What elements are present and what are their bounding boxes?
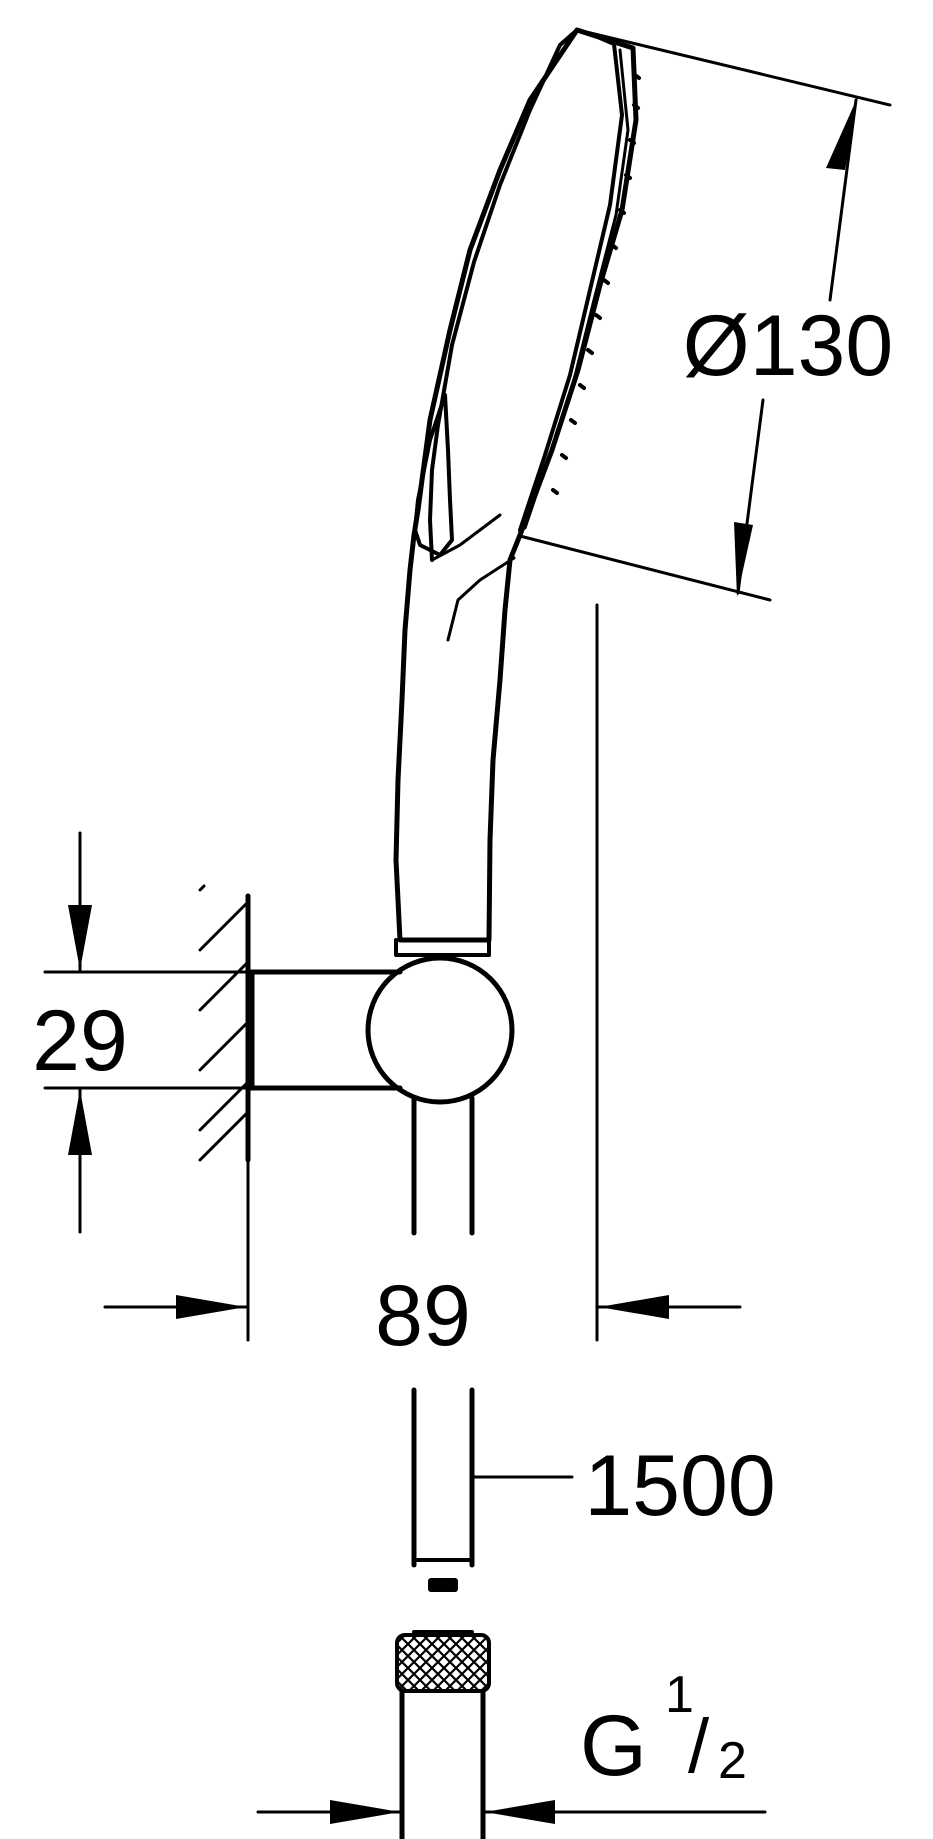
dim-label-hose-length: 1500 (584, 1438, 775, 1534)
arrow-offset-right (599, 1295, 669, 1319)
dim-hose-length: 1500 (472, 1438, 776, 1534)
dim-head-diameter: Ø130 (518, 28, 893, 602)
shower-back-line (428, 28, 579, 562)
arrow-head-diameter-bottom (734, 522, 753, 597)
handle-collar (394, 938, 491, 957)
dim-label-thread-g: G (580, 1698, 647, 1794)
hose-lower (395, 1387, 491, 1839)
dim-wall-offset: 89 (103, 603, 742, 1364)
spray-nozzles (551, 73, 641, 495)
dim-label-thread-den: 2 (718, 1732, 747, 1790)
arrow-thread-left (330, 1800, 400, 1824)
knurled-nut (395, 1633, 491, 1693)
handle-curve (446, 556, 516, 642)
holder-ball-joint (365, 955, 515, 1105)
hose-ferrule-mark (428, 1578, 458, 1592)
arrow-head-diameter-top (826, 96, 858, 170)
dim-thread: G 1 / 2 (256, 1666, 767, 1824)
hand-shower (393, 27, 641, 957)
arrow-holder-top (68, 905, 92, 970)
dim-label-holder-height: 29 (32, 993, 128, 1089)
dim-label-wall-offset: 89 (375, 1268, 471, 1364)
dim-label-thread-num: 1 (665, 1666, 694, 1724)
shower-face-ridge (523, 48, 630, 530)
arrow-offset-left (176, 1295, 246, 1319)
dim-label-thread-slash: / (688, 1704, 710, 1789)
arrow-thread-right (485, 1800, 555, 1824)
shower-head-outline (393, 27, 639, 943)
wall-hatching (198, 884, 250, 1162)
button-detail (430, 513, 502, 562)
shower-face-edge (518, 36, 624, 532)
arrow-holder-bottom (68, 1090, 92, 1155)
dim-label-head-diameter: Ø130 (683, 298, 893, 394)
dim-holder-height: 29 (32, 831, 402, 1234)
spray-selector-button (413, 393, 454, 557)
